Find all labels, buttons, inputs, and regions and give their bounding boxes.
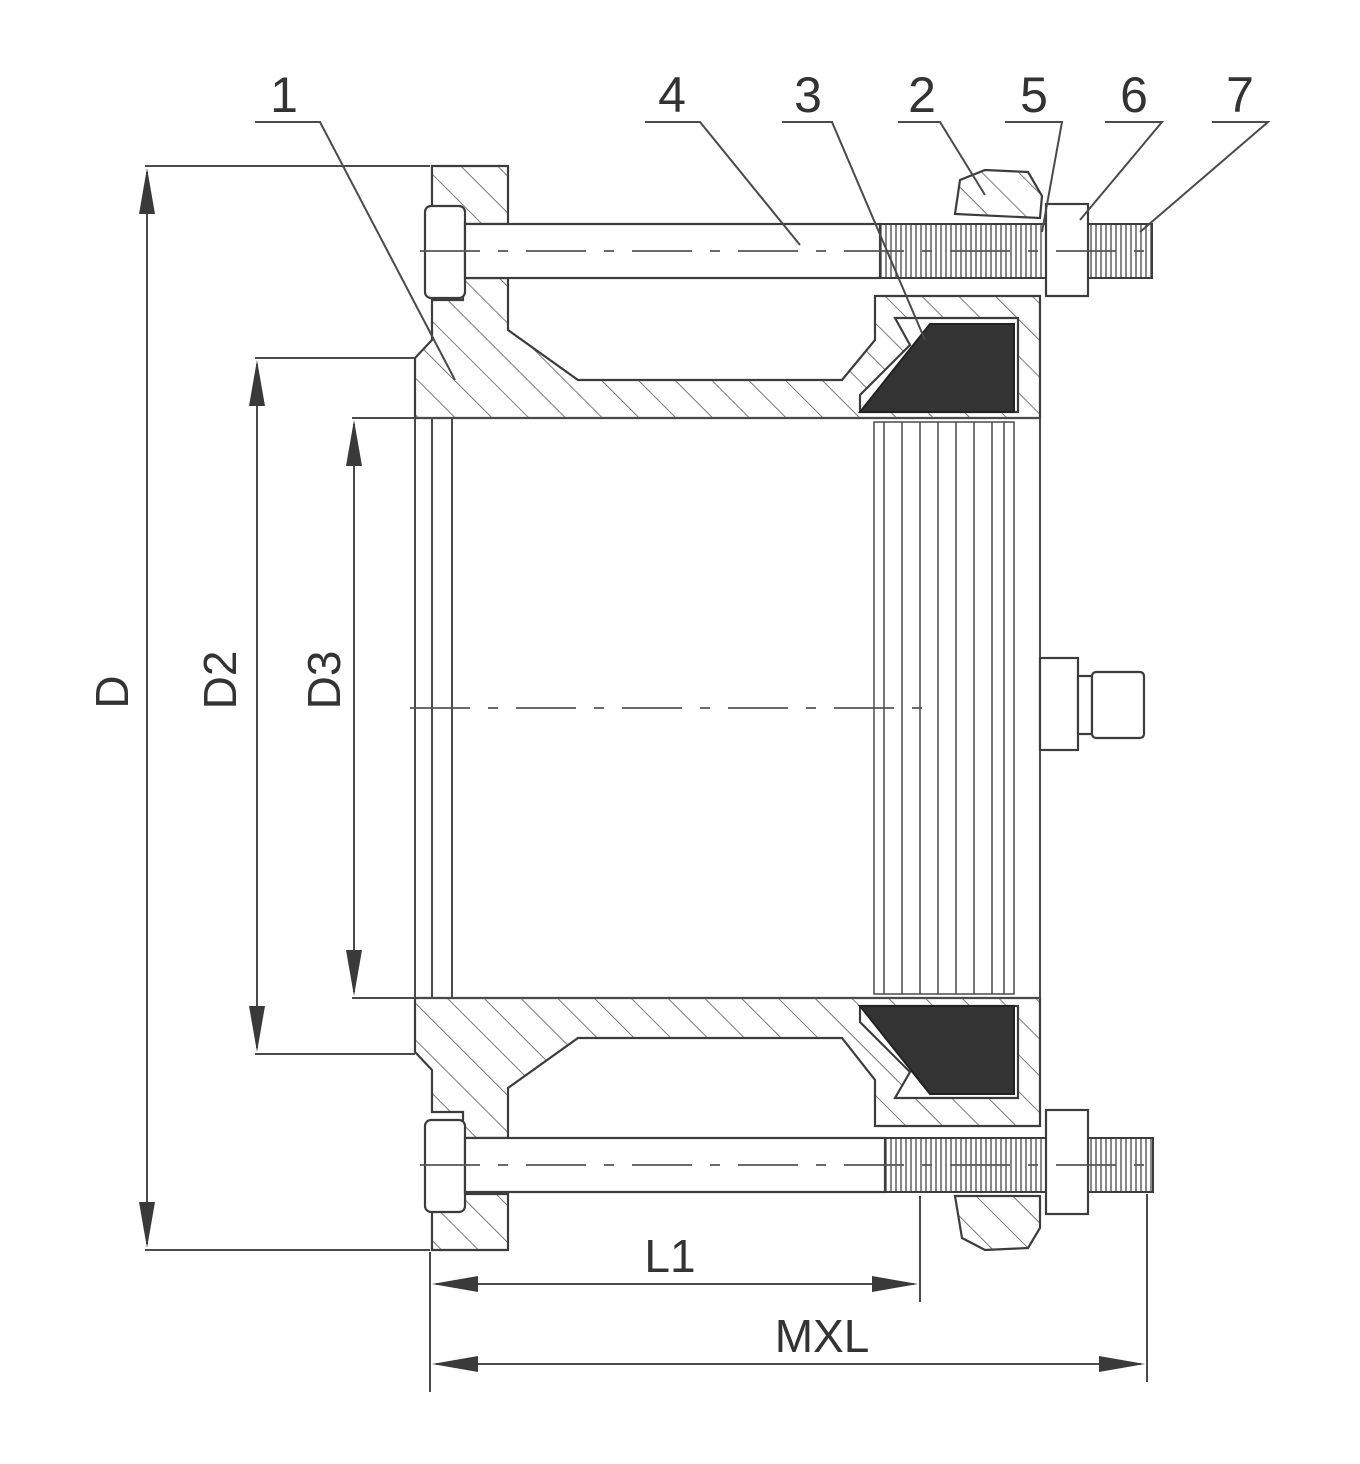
callout-5: 5 [1020,67,1048,123]
plug-nut [1038,656,1080,752]
dimension-d-label: D [86,675,138,708]
leader-lines [255,121,1271,381]
dimension-d2-label: D2 [194,651,246,710]
dimension-l1-label: L1 [644,1230,695,1282]
pipe-rings [873,421,1015,995]
seal-top [857,323,1015,413]
plug-body [1090,670,1146,740]
dimension-l1: L1 [429,1196,921,1392]
bolt-head-bottom [423,1118,467,1214]
nut-bottom [953,1194,1042,1252]
dimension-d3-label: D3 [298,651,350,710]
dimension-d: D [86,165,430,1251]
bolt-head-top [423,204,467,300]
callout-3: 3 [794,67,822,123]
dimension-d2: D2 [194,357,415,1055]
dimension-mxl: MXL [432,1194,1148,1382]
dimension-d3: D3 [298,417,415,999]
nut-top [953,168,1044,220]
callout-1: 1 [270,67,298,123]
dimension-mxl-label: MXL [775,1310,870,1362]
callout-6: 6 [1120,67,1148,123]
plug-washer [1076,674,1094,736]
callout-2: 2 [908,67,936,123]
washer-bottom [1044,1108,1090,1216]
callout-7: 7 [1226,67,1254,123]
seal-bottom [857,1005,1015,1095]
callout-4: 4 [658,67,686,123]
bore-outline [414,417,1041,999]
